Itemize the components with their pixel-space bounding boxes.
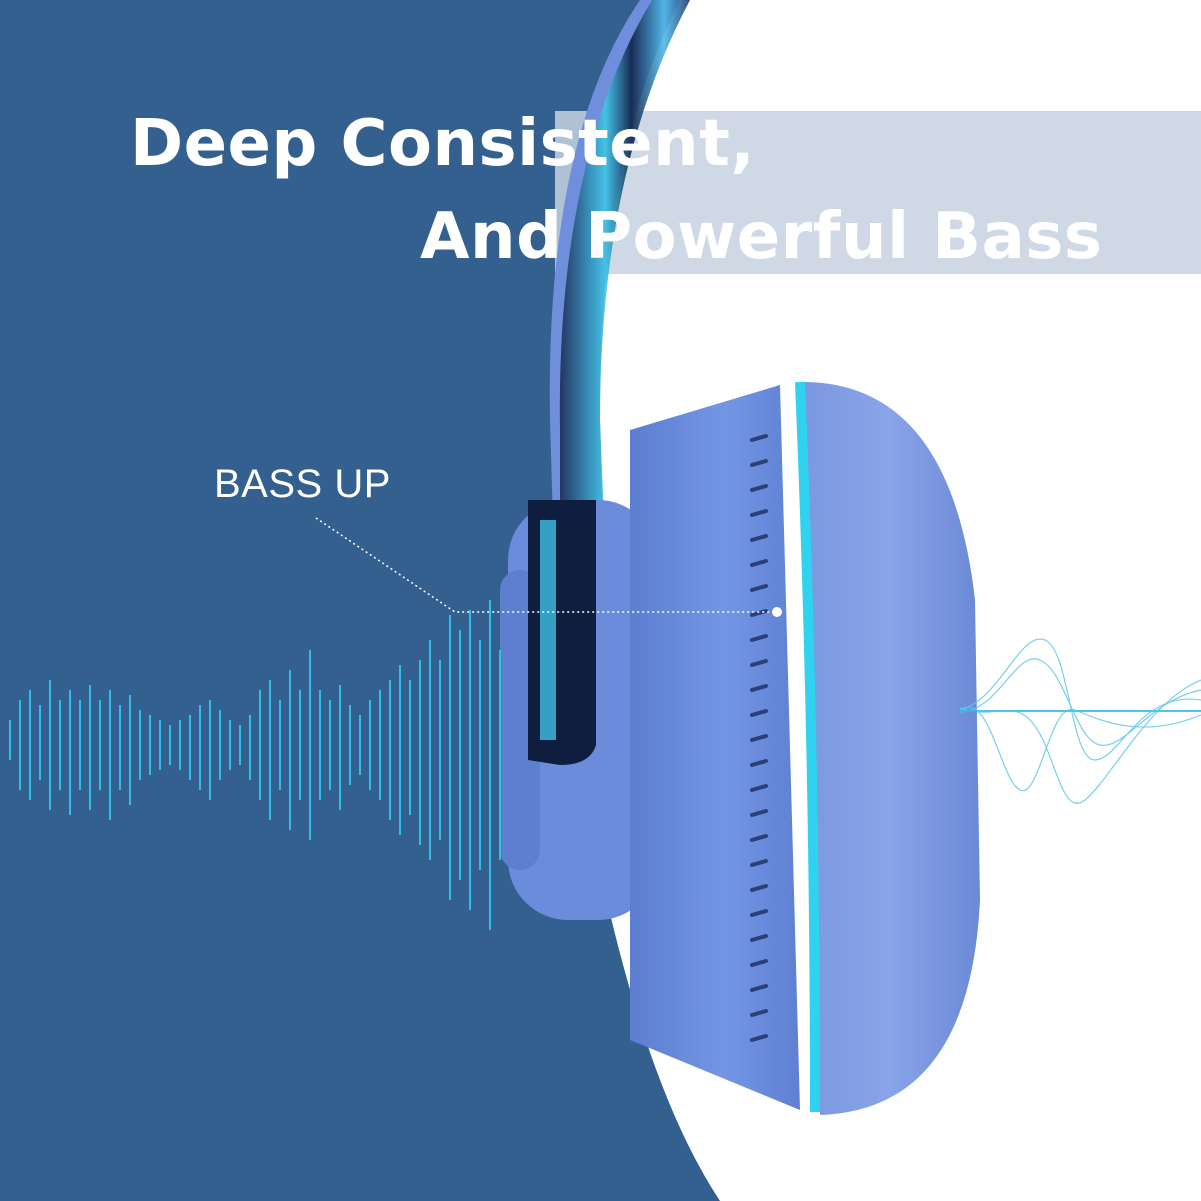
wave-ribbon-icon: [959, 638, 1201, 804]
callout-dot: [772, 607, 782, 617]
headline-line-2: And Powerful Bass: [420, 200, 1103, 274]
headline-banner: [555, 111, 1201, 274]
sound-wave-icon: [9, 600, 501, 930]
bass-up-label: BASS UP: [214, 462, 391, 506]
headline-line-1: Deep Consistent,: [130, 107, 756, 181]
callout-leader: [315, 517, 770, 613]
